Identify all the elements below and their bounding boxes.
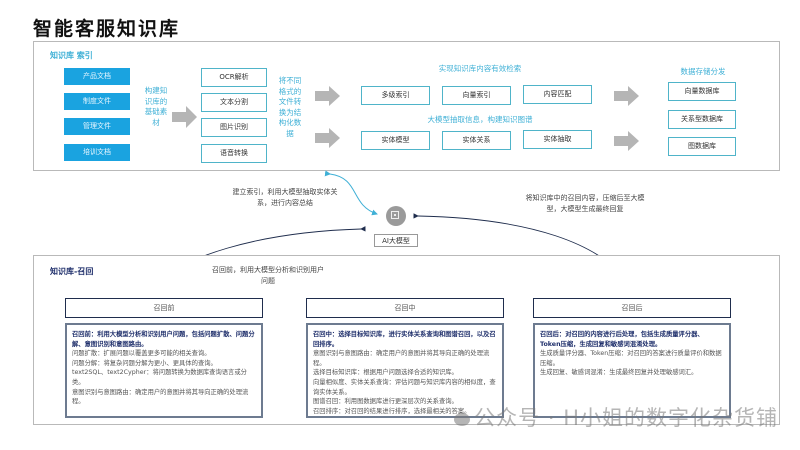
stage-during-detail: 召回中：选择目标知识库，进行实体关系查询和图谱召回，以及召回排序。 意图识别与意… xyxy=(306,323,504,418)
proc-ocr[interactable]: OCR解析 xyxy=(201,68,267,87)
stage-during-lead: 召回中：选择目标知识库，进行实体关系查询和图谱召回，以及召回排序。 xyxy=(313,331,496,348)
page-title: 智能客服知识库 xyxy=(33,18,181,40)
recall-section-label: 知识库-召回 xyxy=(50,267,94,276)
flow-arrow-icon xyxy=(315,128,340,148)
index-section-label: 知识库 索引 xyxy=(50,51,93,60)
retrieval-multilevel-index[interactable]: 多级索引 xyxy=(361,86,430,105)
stage-during-header[interactable]: 召回中 xyxy=(306,298,504,318)
stage-after-line: 生成回复、敏感词混淆：生成最终回复并处理敏感词汇。 xyxy=(540,369,698,377)
ai-model-node[interactable] xyxy=(386,206,406,226)
retrieval-caption: 实现知识库内容有效检索 xyxy=(438,64,522,73)
stage-after-detail: 召回后：对召回的内容进行后处理，包括生成质量评分器、Token压缩，生成回复和敏… xyxy=(533,323,731,418)
proc-text-split[interactable]: 文本分割 xyxy=(201,93,267,112)
stage-before-line: 意图识别与意图路由：确定用户的意图并将其导向正确的处理流程。 xyxy=(72,388,249,406)
source-training-docs[interactable]: 培训文档 xyxy=(64,144,130,161)
source-product-docs[interactable]: 产品文档 xyxy=(64,68,130,85)
flow-arrow-icon xyxy=(315,86,340,106)
storage-caption: 数据存储分发 xyxy=(680,67,726,76)
stage-during-line: 图谱召回：利用图数据库进行更深层次的关系查询。 xyxy=(313,398,458,406)
ai-model-label: AI大模型 xyxy=(374,234,418,247)
flow-arrow-icon xyxy=(172,106,197,128)
storage-vector-db[interactable]: 向量数据库 xyxy=(668,82,736,101)
ai-note-bottom: 召回前，利用大模型分析和识别用户问题 xyxy=(212,266,324,285)
stage-during-line: 向量相似度、实体关系查询：评估问题与知识库内容的相似度，查询实体关系。 xyxy=(313,378,496,396)
watermark: 公众号 · H小姐的数字化杂货铺 xyxy=(454,402,778,432)
retrieval-content-match[interactable]: 内容匹配 xyxy=(523,85,592,104)
graph-caption: 大模型抽取信息，构建知识图谱 xyxy=(427,115,533,124)
storage-graph-db[interactable]: 图数据库 xyxy=(668,137,736,156)
graph-entity-model[interactable]: 实体模型 xyxy=(361,131,430,150)
stage-after-line: 生成质量评分器、Token压缩：对召回的答案进行质量评价和数据压缩。 xyxy=(540,350,722,367)
index-ai-connector xyxy=(324,170,378,216)
retrieval-vector-index[interactable]: 向量索引 xyxy=(442,86,511,105)
sources-caption: 构建知识库的基础素材 xyxy=(144,86,168,127)
flow-arrow-icon xyxy=(614,86,639,106)
stage-after-header[interactable]: 召回后 xyxy=(533,298,731,318)
wechat-icon xyxy=(454,412,471,426)
stage-during-line: 意图识别与意图路由：确定用户的意图并将其导向正确的处理流程。 xyxy=(313,350,490,367)
stage-before-detail: 召回前：利用大模型分析和识别用户问题，包括问题扩散、问题分解、意图识别和意图路由… xyxy=(65,323,263,418)
graph-entity-extraction[interactable]: 实体抽取 xyxy=(523,130,592,149)
storage-relational-db[interactable]: 关系型数据库 xyxy=(668,110,736,129)
stage-before-lead: 召回前：利用大模型分析和识别用户问题，包括问题扩散、问题分解、意图识别和意图路由… xyxy=(72,331,255,348)
ai-note-right: 将知识库中的召回内容，压缩后至大模型，大模型生成最终回复 xyxy=(525,194,645,213)
source-policy-files[interactable]: 制度文件 xyxy=(64,93,130,110)
watermark-text: 公众号 · H小姐的数字化杂货铺 xyxy=(474,406,778,430)
graph-entity-relation[interactable]: 实体关系 xyxy=(442,131,511,150)
stage-before-line: 问题分解：将复杂问题分解为更小、更具体的查询。 xyxy=(72,359,217,367)
ai-note-left: 建立索引，利用大模型抽取实体关系，进行内容总结 xyxy=(232,188,338,207)
stage-before-line: text2SQL、text2Cypher：将问题转换为数据库查询语言或分类。 xyxy=(72,369,247,386)
source-management-files[interactable]: 管理文件 xyxy=(64,118,130,135)
proc-speech[interactable]: 语音转换 xyxy=(201,144,267,163)
stage-after-lead: 召回后：对召回的内容进行后处理，包括生成质量评分器、Token压缩，生成回复和敏… xyxy=(540,331,704,348)
proc-image-recog[interactable]: 图片识别 xyxy=(201,118,267,137)
stage-during-line: 召回排序：对召回的结果进行排序，选择最相关的答案。 xyxy=(313,407,471,415)
stage-before-header[interactable]: 召回前 xyxy=(65,298,263,318)
flow-arrow-icon xyxy=(614,131,639,151)
chip-icon xyxy=(391,211,399,219)
stage-before-line: 问题扩散：扩展问题以覆盖更多可能的相关查询。 xyxy=(72,350,211,358)
stage-during-line: 选择目标知识库：根据用户问题选择合适的知识库。 xyxy=(313,369,458,377)
processing-caption: 将不同格式的文件转换为结构化数据 xyxy=(278,76,302,138)
